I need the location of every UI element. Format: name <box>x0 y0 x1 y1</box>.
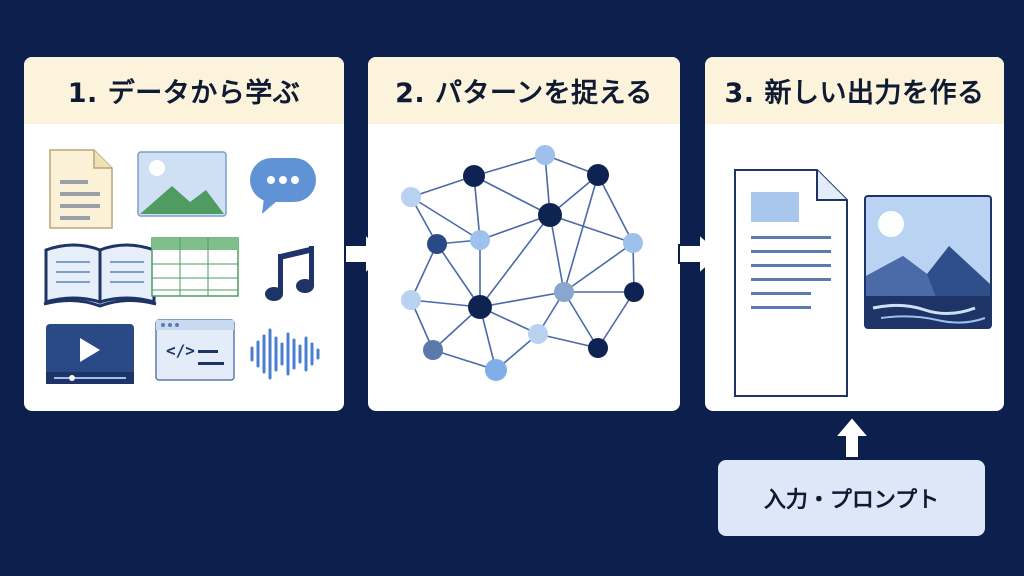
chat-bubble-icon <box>250 158 316 214</box>
audio-waveform-icon <box>250 328 320 380</box>
book-icon <box>43 243 157 308</box>
step-3-title: 3. 新しい出力を作る <box>705 57 1004 124</box>
image-icon <box>137 151 227 217</box>
data-types-grid: </> <box>43 149 320 384</box>
code-window-icon: </> <box>155 319 235 381</box>
step-2-panel: 2. パターンを捉える <box>368 57 680 411</box>
music-note-icon <box>265 246 314 301</box>
network-nodes <box>401 145 644 381</box>
svg-text:</>: </> <box>166 341 195 360</box>
spreadsheet-icon <box>151 237 239 297</box>
step-1-title: 1. データから学ぶ <box>24 57 344 124</box>
video-player-icon <box>46 324 134 384</box>
step-1-panel: 1. データから学ぶ <box>24 57 344 411</box>
step-2-title: 2. パターンを捉える <box>368 57 680 124</box>
neural-network-icon <box>401 145 644 381</box>
output-examples <box>734 169 992 397</box>
input-prompt-box: 入力・プロンプト <box>718 460 985 536</box>
arrow-up-icon <box>833 415 871 459</box>
document-icon <box>49 149 113 229</box>
step-3-panel: 3. 新しい出力を作る <box>705 57 1004 411</box>
output-landscape-image-icon <box>864 195 992 329</box>
output-document-icon <box>734 169 848 397</box>
